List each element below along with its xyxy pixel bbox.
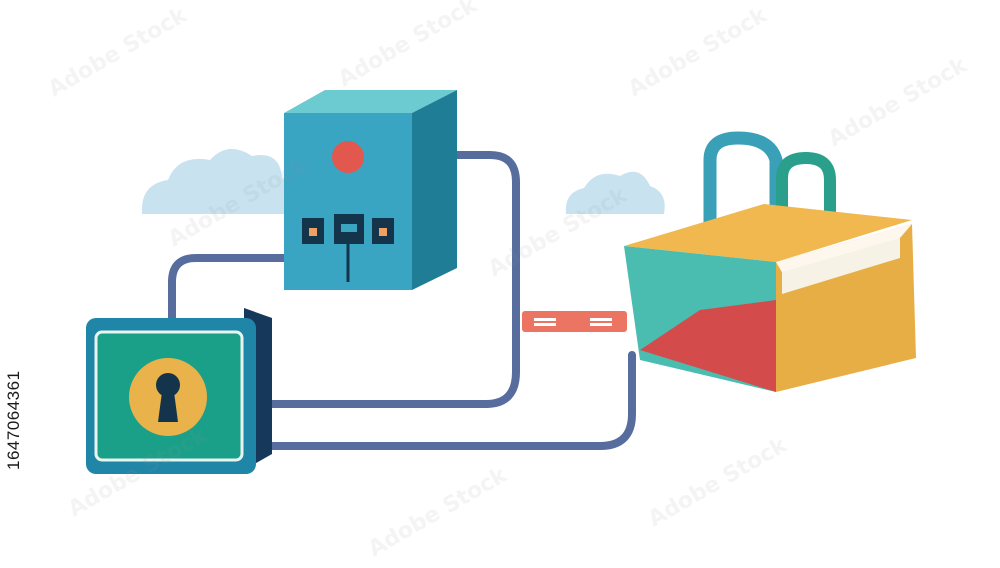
- connector-strip: [522, 311, 627, 332]
- cloud-icon: [141, 148, 296, 214]
- shackle: [703, 131, 783, 248]
- cable-server-to-lock: [168, 254, 289, 322]
- keyhole-icon: [129, 358, 207, 436]
- stock-id-label: 1647064361: [4, 370, 23, 470]
- server-cube-icon: [284, 90, 457, 290]
- status-light: [332, 141, 364, 173]
- cloud-icon: [565, 171, 665, 214]
- cable-lock-to-box: [264, 351, 636, 450]
- cable-server-to-lock-bottom: [268, 151, 520, 408]
- padlock-box-icon: [624, 131, 916, 392]
- shackle: [776, 151, 836, 222]
- safe-lock-icon: [86, 308, 272, 474]
- cable-icon: [168, 151, 636, 450]
